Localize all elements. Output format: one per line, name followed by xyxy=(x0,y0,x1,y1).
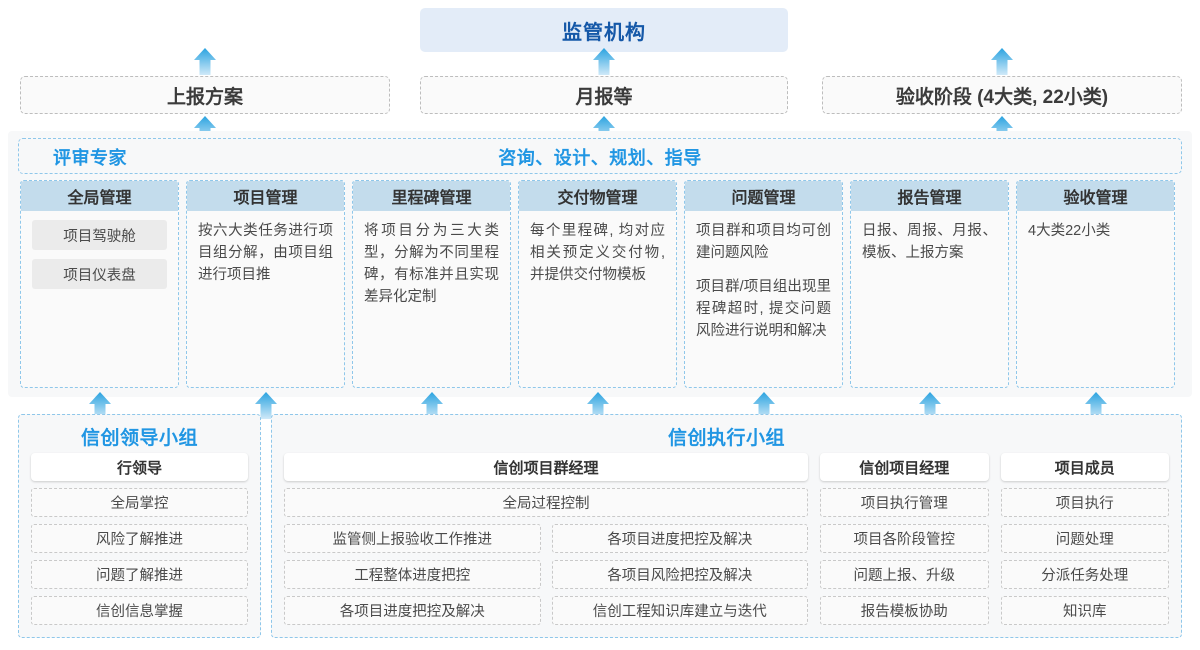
role-header: 信创项目群经理 xyxy=(284,453,808,481)
bottom-group-execution: 信创执行小组 信创项目群经理 全局过程控制 监管侧上报验收工作推进 工程整体进度… xyxy=(271,414,1182,638)
arrow-up-icon xyxy=(989,46,1015,76)
report-label: 上报方案 xyxy=(166,86,243,108)
header-label-consulting: 咨询、设计、规划、指导 xyxy=(498,148,702,168)
role-item[interactable]: 项目各阶段管控 xyxy=(820,524,989,553)
card-paragraph: 日报、周报、月报、模板、上报方案 xyxy=(862,223,997,261)
group-title: 信创领导小组 xyxy=(80,427,198,449)
role-item[interactable]: 问题了解推进 xyxy=(31,560,248,589)
card-body: 每个里程碑, 均对应相关预定义交付物, 并提供交付物模板 xyxy=(519,211,676,286)
card-paragraph: 项目群/项目组出现里程碑超时, 提交问题风险进行说明和解决 xyxy=(696,279,831,339)
report-label: 月报等 xyxy=(575,86,633,108)
management-card-milestone[interactable]: 里程碑管理 将项目分为三大类型，分解为不同里程碑，有标准并且实现差异化定制 xyxy=(352,180,511,388)
card-body: 4大类22小类 xyxy=(1017,211,1174,242)
card-title: 验收管理 xyxy=(1017,181,1174,211)
role-item[interactable]: 问题上报、升级 xyxy=(820,560,989,589)
middle-panel-header: 评审专家 咨询、设计、规划、指导 xyxy=(18,138,1182,174)
role-item[interactable]: 监管侧上报验收工作推进 xyxy=(284,524,541,553)
role-item[interactable]: 问题处理 xyxy=(1000,524,1169,553)
card-body: 将项目分为三大类型，分解为不同里程碑，有标准并且实现差异化定制 xyxy=(353,211,510,308)
role-item[interactable]: 项目执行 xyxy=(1000,488,1169,517)
arrow-up-icon xyxy=(192,46,218,76)
arrow-up-icon xyxy=(419,390,445,420)
card-chip: 项目驾驶舱 xyxy=(32,220,167,250)
card-title: 全局管理 xyxy=(21,181,178,211)
role-item-full[interactable]: 全局过程控制 xyxy=(284,488,808,517)
report-box-0: 上报方案 xyxy=(20,76,390,114)
regulator-box: 监管机构 xyxy=(420,8,788,52)
group-title: 信创执行小组 xyxy=(667,427,785,449)
header-label-review-experts: 评审专家 xyxy=(53,148,127,168)
role-item[interactable]: 全局掌控 xyxy=(31,488,248,517)
arrow-up-icon xyxy=(87,390,113,420)
card-chip: 项目仪表盘 xyxy=(32,259,167,289)
report-label: 验收阶段 (4大类, 22小类) xyxy=(895,86,1109,108)
card-paragraph: 将项目分为三大类型，分解为不同里程碑，有标准并且实现差异化定制 xyxy=(364,223,499,305)
card-body: 按六大类任务进行项目组分解，由项目组进行项目推 xyxy=(187,211,344,286)
arrow-up-icon xyxy=(253,390,279,420)
management-card-project[interactable]: 项目管理 按六大类任务进行项目组分解，由项目组进行项目推 xyxy=(186,180,345,388)
role-item[interactable]: 信创信息掌握 xyxy=(31,596,248,625)
management-card-global[interactable]: 全局管理 项目驾驶舱 项目仪表盘 xyxy=(20,180,179,388)
card-title: 交付物管理 xyxy=(519,181,676,211)
role-item[interactable]: 项目执行管理 xyxy=(820,488,989,517)
arrow-up-icon xyxy=(1083,390,1109,420)
card-title: 报告管理 xyxy=(851,181,1008,211)
role-header: 行领导 xyxy=(31,453,248,481)
arrow-up-icon xyxy=(751,390,777,420)
card-body: 日报、周报、月报、模板、上报方案 xyxy=(851,211,1008,264)
card-paragraph: 4大类22小类 xyxy=(1028,223,1111,239)
report-box-1: 月报等 xyxy=(420,76,788,114)
card-title: 问题管理 xyxy=(685,181,842,211)
card-paragraph: 项目群和项目均可创建问题风险 xyxy=(696,223,831,261)
management-card-deliverable[interactable]: 交付物管理 每个里程碑, 均对应相关预定义交付物, 并提供交付物模板 xyxy=(518,180,677,388)
role-item[interactable]: 各项目进度把控及解决 xyxy=(284,596,541,625)
arrow-up-icon xyxy=(917,390,943,420)
management-card-report[interactable]: 报告管理 日报、周报、月报、模板、上报方案 xyxy=(850,180,1009,388)
role-item[interactable]: 报告模板协助 xyxy=(820,596,989,625)
report-box-2: 验收阶段 (4大类, 22小类) xyxy=(822,76,1182,114)
role-item[interactable]: 风险了解推进 xyxy=(31,524,248,553)
role-item[interactable]: 知识库 xyxy=(1000,596,1169,625)
role-item[interactable]: 工程整体进度把控 xyxy=(284,560,541,589)
management-card-issue[interactable]: 问题管理 项目群和项目均可创建问题风险 项目群/项目组出现里程碑超时, 提交问题… xyxy=(684,180,843,388)
role-header: 信创项目经理 xyxy=(820,453,989,481)
card-body: 项目驾驶舱 项目仪表盘 xyxy=(21,211,178,289)
card-title: 项目管理 xyxy=(187,181,344,211)
role-block-project-manager: 信创项目经理 项目执行管理 项目各阶段管控 问题上报、升级 报告模板协助 xyxy=(820,453,989,625)
role-item[interactable]: 各项目风险把控及解决 xyxy=(551,560,808,589)
role-item[interactable]: 分派任务处理 xyxy=(1000,560,1169,589)
role-item[interactable]: 信创工程知识库建立与迭代 xyxy=(551,596,808,625)
regulator-label: 监管机构 xyxy=(562,21,646,44)
role-block-program-manager: 信创项目群经理 全局过程控制 监管侧上报验收工作推进 工程整体进度把控 各项目进… xyxy=(284,453,808,625)
role-column-right: 各项目进度把控及解决 各项目风险把控及解决 信创工程知识库建立与迭代 xyxy=(551,517,808,625)
bottom-group-leadership: 信创领导小组 行领导 全局掌控 风险了解推进 问题了解推进 信创信息掌握 xyxy=(18,414,261,638)
management-card-acceptance[interactable]: 验收管理 4大类22小类 xyxy=(1016,180,1175,388)
arrow-up-icon xyxy=(591,46,617,76)
card-body: 项目群和项目均可创建问题风险 项目群/项目组出现里程碑超时, 提交问题风险进行说… xyxy=(685,211,842,342)
role-block-project-member: 项目成员 项目执行 问题处理 分派任务处理 知识库 xyxy=(1000,453,1169,625)
card-title: 里程碑管理 xyxy=(353,181,510,211)
arrow-up-icon xyxy=(585,390,611,420)
card-paragraph: 每个里程碑, 均对应相关预定义交付物, 并提供交付物模板 xyxy=(530,223,665,283)
card-paragraph: 按六大类任务进行项目组分解，由项目组进行项目推 xyxy=(198,223,333,283)
role-header: 项目成员 xyxy=(1000,453,1169,481)
role-column-left: 监管侧上报验收工作推进 工程整体进度把控 各项目进度把控及解决 xyxy=(284,517,541,625)
role-item[interactable]: 各项目进度把控及解决 xyxy=(551,524,808,553)
